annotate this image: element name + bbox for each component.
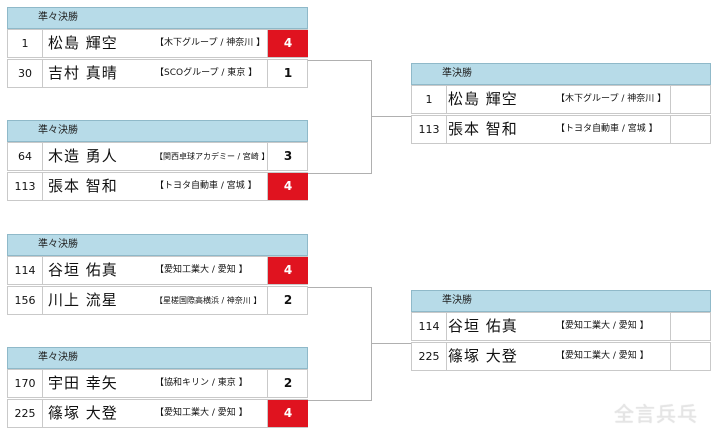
player-team: 【トヨタ自動車 / 宮城 】 bbox=[556, 124, 658, 134]
seed-number: 64 bbox=[18, 150, 32, 163]
watermark: 全言兵乓 bbox=[614, 402, 698, 426]
player-team: 【愛知工業大 / 愛知 】 bbox=[556, 321, 649, 331]
seed-number: 30 bbox=[18, 67, 32, 80]
player-name: 川上 流星 bbox=[48, 291, 118, 309]
player-team: 【関西卓球アカデミー / 宮崎 】 bbox=[155, 152, 270, 161]
player-name: 松島 輝空 bbox=[448, 90, 518, 108]
player-team: 【SCOグループ / 東京 】 bbox=[155, 68, 258, 78]
player-team: 【星槎国際高横浜 / 神奈川 】 bbox=[155, 296, 262, 305]
score-win: 4 bbox=[268, 30, 308, 57]
player-row[interactable]: 30 吉村 真晴 【SCOグループ / 東京 】 1 bbox=[7, 59, 308, 88]
player-team: 【木下グループ / 神奈川 】 bbox=[155, 38, 266, 48]
round-header: 準決勝 bbox=[411, 63, 711, 85]
score-win: 4 bbox=[268, 257, 308, 284]
seed-number: 114 bbox=[418, 320, 440, 333]
player-row[interactable]: 170 宇田 幸矢 【協和キリン / 東京 】 2 bbox=[7, 369, 308, 398]
seed-number: 156 bbox=[14, 294, 36, 307]
score: 2 bbox=[283, 376, 293, 390]
round-header: 準決勝 bbox=[411, 290, 711, 312]
player-name: 張本 智和 bbox=[48, 177, 118, 195]
player-name: 木造 勇人 bbox=[48, 147, 118, 165]
player-name: 松島 輝空 bbox=[48, 34, 118, 52]
player-row[interactable]: 1 松島 輝空 【木下グループ / 神奈川 】 bbox=[411, 85, 711, 114]
player-row[interactable]: 156 川上 流星 【星槎国際高横浜 / 神奈川 】 2 bbox=[7, 286, 308, 315]
player-team: 【木下グループ / 神奈川 】 bbox=[556, 94, 667, 104]
round-header: 準々決勝 bbox=[7, 120, 308, 142]
score: 1 bbox=[283, 66, 293, 80]
seed-number: 1 bbox=[21, 37, 29, 50]
player-team: 【トヨタ自動車 / 宮城 】 bbox=[155, 181, 257, 191]
player-row[interactable]: 225 篠塚 大登 【愛知工業大 / 愛知 】 4 bbox=[7, 399, 308, 428]
round-header: 準々決勝 bbox=[7, 7, 308, 29]
score-win: 4 bbox=[268, 400, 308, 427]
player-name: 谷垣 佑真 bbox=[448, 317, 518, 335]
player-name: 宇田 幸矢 bbox=[48, 374, 118, 392]
round-header: 準々決勝 bbox=[7, 347, 308, 369]
seed-number: 113 bbox=[418, 123, 440, 136]
score-win: 4 bbox=[268, 173, 308, 200]
player-name: 篠塚 大登 bbox=[48, 404, 118, 422]
player-name: 張本 智和 bbox=[448, 120, 518, 138]
score: 3 bbox=[283, 149, 293, 163]
player-name: 吉村 真晴 bbox=[48, 64, 118, 82]
score: 2 bbox=[283, 293, 293, 307]
player-team: 【協和キリン / 東京 】 bbox=[155, 378, 248, 388]
player-team: 【愛知工業大 / 愛知 】 bbox=[556, 351, 649, 361]
player-name: 篠塚 大登 bbox=[448, 347, 518, 365]
seed-number: 113 bbox=[14, 180, 36, 193]
seed-number: 170 bbox=[14, 377, 36, 390]
player-row[interactable]: 225 篠塚 大登 【愛知工業大 / 愛知 】 bbox=[411, 342, 711, 371]
seed-number: 225 bbox=[14, 407, 36, 420]
seed-number: 114 bbox=[14, 264, 36, 277]
round-header: 準々決勝 bbox=[7, 234, 308, 256]
player-row[interactable]: 64 木造 勇人 【関西卓球アカデミー / 宮崎 】 3 bbox=[7, 142, 308, 171]
seed-number: 225 bbox=[418, 350, 440, 363]
seed-number: 1 bbox=[425, 93, 433, 106]
player-team: 【愛知工業大 / 愛知 】 bbox=[155, 408, 248, 418]
player-row[interactable]: 1 松島 輝空 【木下グループ / 神奈川 】 4 bbox=[7, 29, 308, 58]
player-row[interactable]: 114 谷垣 佑真 【愛知工業大 / 愛知 】 bbox=[411, 312, 711, 341]
player-row[interactable]: 114 谷垣 佑真 【愛知工業大 / 愛知 】 4 bbox=[7, 256, 308, 285]
player-row[interactable]: 113 張本 智和 【トヨタ自動車 / 宮城 】 4 bbox=[7, 172, 308, 201]
player-name: 谷垣 佑真 bbox=[48, 261, 118, 279]
player-row[interactable]: 113 張本 智和 【トヨタ自動車 / 宮城 】 bbox=[411, 115, 711, 144]
player-team: 【愛知工業大 / 愛知 】 bbox=[155, 265, 248, 275]
